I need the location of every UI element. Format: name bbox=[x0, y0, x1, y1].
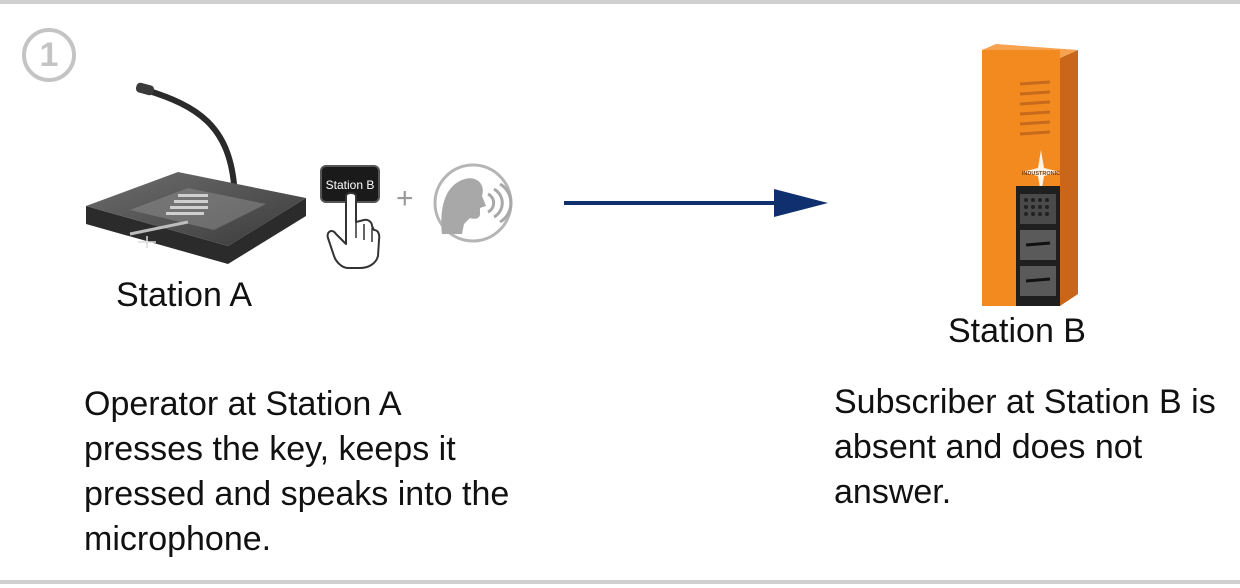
speaking-head-icon bbox=[433, 163, 513, 243]
step-number-badge: 1 bbox=[22, 28, 76, 82]
station-a-label: Station A bbox=[116, 276, 253, 314]
station-b-key-press-icon: Station B bbox=[320, 165, 381, 269]
brand-logo-text: INDUSTRONIC bbox=[1022, 171, 1060, 177]
desk-microphone-station-icon bbox=[86, 82, 306, 264]
bottom-divider bbox=[0, 580, 1240, 584]
top-divider bbox=[0, 0, 1240, 4]
plus-sign: + bbox=[396, 182, 414, 215]
station-b-description: Subscriber at Station B is absent and do… bbox=[834, 383, 1216, 511]
key-label: Station B bbox=[326, 178, 375, 192]
station-b-label: Station B bbox=[948, 312, 1086, 350]
right-arrow-icon bbox=[564, 189, 828, 217]
wall-intercom-station-icon: INDUSTRONIC bbox=[982, 44, 1078, 306]
station-a-description: Operator at Station A presses the key, k… bbox=[84, 385, 510, 558]
